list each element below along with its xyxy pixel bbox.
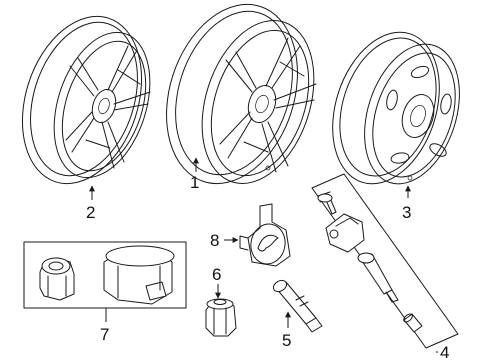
- callout-label: 7: [100, 325, 109, 344]
- wheel-lock-kit: [23, 241, 187, 309]
- callout-3: 3: [402, 185, 411, 222]
- callout-label: 6: [212, 265, 221, 284]
- callout-4: 4: [436, 343, 449, 360]
- callout-2: 2: [86, 185, 95, 222]
- callout-1: 1: [190, 157, 199, 192]
- steel-spare-wheel: [332, 31, 460, 185]
- callout-label: 5: [282, 331, 291, 350]
- tpms-valve-stem: [272, 279, 323, 333]
- callout-label: 3: [402, 203, 411, 222]
- lug-nut: [205, 298, 237, 337]
- alloy-wheel-center: [166, 3, 317, 185]
- callout-label: 2: [86, 203, 95, 222]
- callout-label: 8: [210, 231, 219, 250]
- callout-label: 4: [440, 343, 449, 360]
- callout-7: 7: [100, 308, 109, 344]
- callout-5: 5: [282, 311, 291, 350]
- center-cap: [239, 203, 291, 267]
- callout-6: 6: [212, 265, 221, 299]
- callout-8: 8: [210, 231, 239, 250]
- alloy-wheel-left: [21, 15, 151, 185]
- callout-label: 1: [190, 173, 199, 192]
- tpms-sensor-kit: [311, 173, 459, 349]
